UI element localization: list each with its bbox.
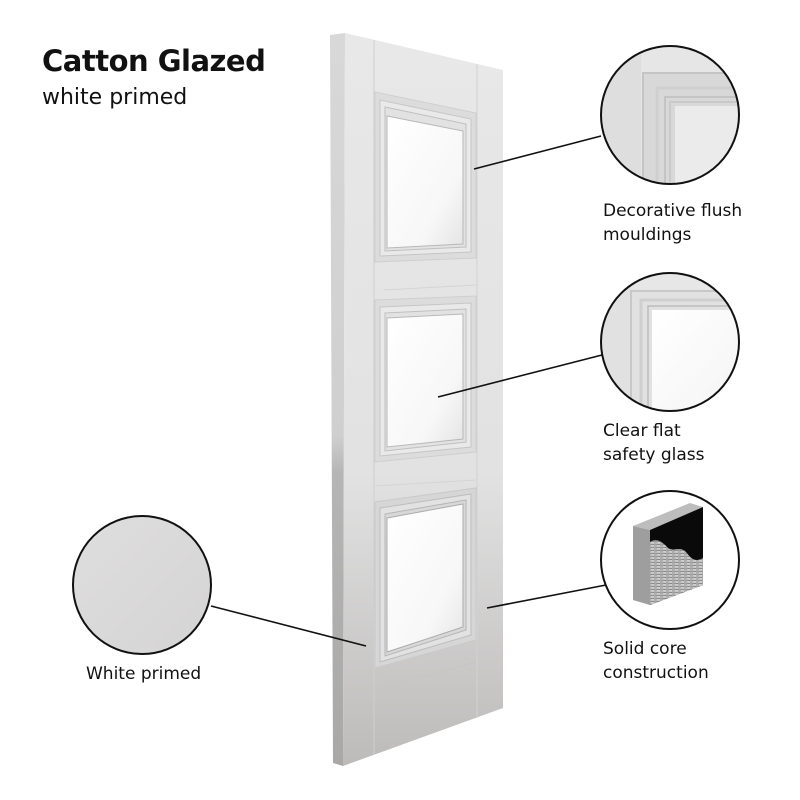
callout-label-core: Solid core construction — [603, 639, 709, 683]
callout-label-finish: White primed — [86, 664, 202, 684]
leader-line-mouldings — [473, 135, 602, 170]
product-title: Catton Glazed — [42, 44, 266, 78]
glass-panel-1 — [374, 91, 477, 291]
moulding-detail-icon — [600, 45, 740, 185]
door — [330, 33, 503, 766]
glass-detail-icon — [600, 272, 740, 412]
solid-core-icon — [600, 490, 740, 630]
product-subtitle: white primed — [42, 85, 188, 110]
callout-label-glass: Clear flat safety glass — [603, 421, 705, 465]
leader-line-glass — [437, 354, 603, 398]
leader-lines — [210, 135, 607, 647]
callout-label-mouldings: Decorative flush mouldings — [603, 201, 743, 245]
glass-panel-3 — [374, 487, 477, 691]
leader-line-core — [486, 584, 607, 609]
leader-line-finish — [210, 605, 367, 647]
door-edge — [330, 33, 345, 766]
white-primed-swatch-icon — [72, 515, 212, 655]
glass-panel-2 — [374, 295, 477, 487]
